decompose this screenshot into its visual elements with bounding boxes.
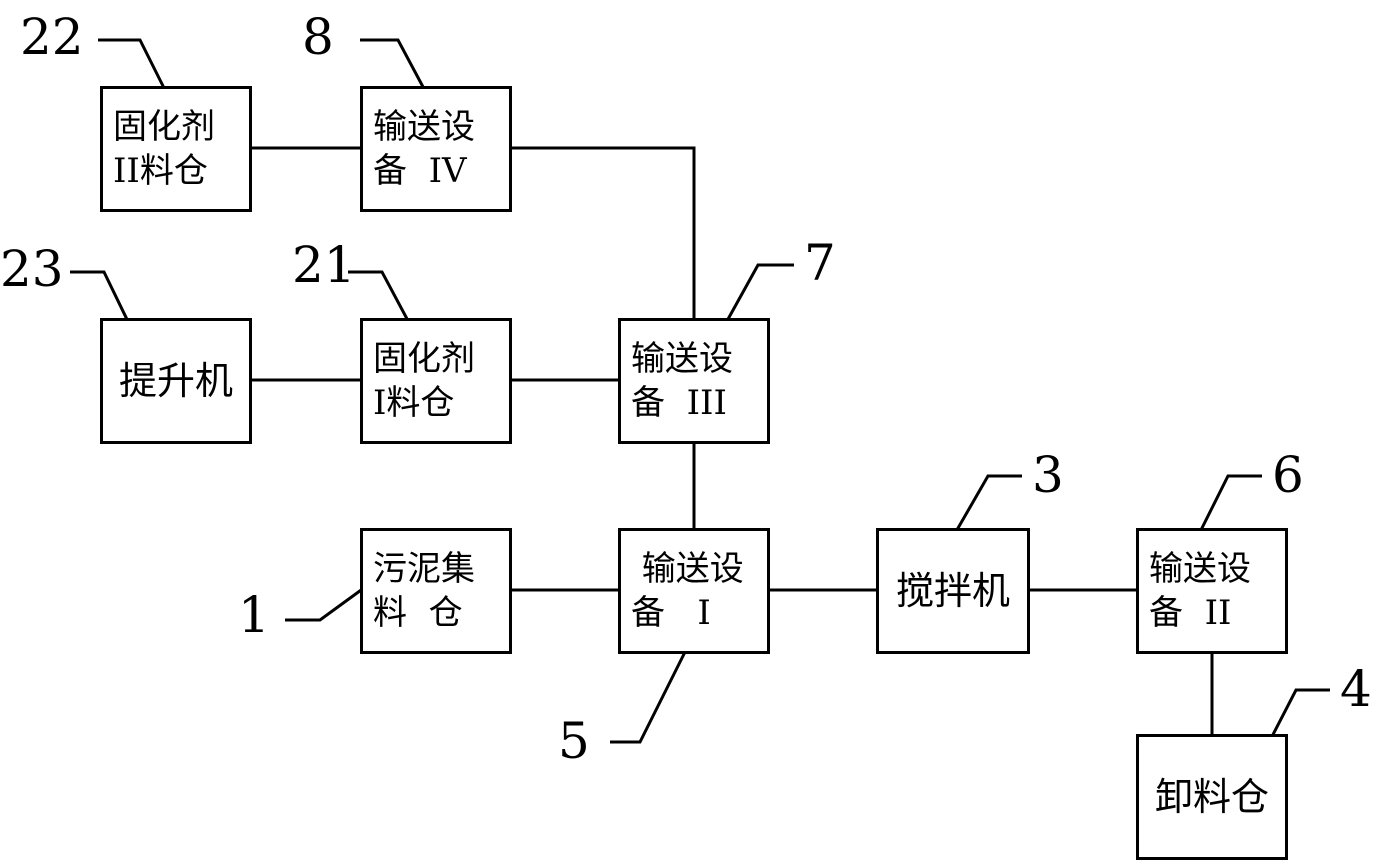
edge-n8-n7 (510, 146, 696, 320)
node-n8: 输送设 备 IV (360, 86, 512, 212)
ref-number-n3: 3 (1032, 446, 1064, 504)
ref-number-n22: 22 (20, 8, 84, 66)
leader-lines (70, 38, 1330, 753)
ref-number-n4: 4 (1340, 660, 1372, 718)
node-n23: 提升机 (100, 318, 252, 444)
node-label-line: I料仓 (373, 383, 455, 423)
node-label-line: 固化剂 (113, 107, 215, 147)
node-label-line: 备 IV (373, 151, 467, 191)
leader-n3 (948, 474, 1022, 543)
node-n4: 卸料仓 (1136, 734, 1288, 860)
node-label-line: 固化剂 (373, 339, 475, 379)
ref-number-n5: 5 (558, 712, 590, 770)
node-label-line: 备 II (1149, 593, 1232, 633)
leader-n6 (1194, 474, 1262, 541)
leader-n1 (285, 583, 369, 622)
node-n21: 固化剂 I料仓 (360, 318, 512, 444)
node-n7: 输送设 备 III (618, 318, 770, 444)
node-label-line: II料仓 (113, 151, 208, 191)
ref-number-n1: 1 (238, 586, 270, 644)
leader-n7 (720, 263, 794, 331)
ref-number-n6: 6 (1272, 446, 1304, 504)
node-label-line: 输送设 (631, 339, 733, 379)
leader-n8 (360, 38, 432, 101)
node-n1: 污泥集 料 仓 (360, 528, 512, 654)
node-n3: 搅拌机 (876, 528, 1030, 654)
ref-number-n7: 7 (804, 234, 836, 292)
node-label-line: 提升机 (118, 359, 233, 403)
node-n6: 输送设 备 II (1136, 528, 1288, 654)
node-label-line: 备 I (631, 593, 711, 633)
node-n22: 固化剂 II料仓 (100, 86, 252, 212)
ref-number-n21: 21 (292, 236, 356, 294)
ref-number-n8: 8 (302, 8, 334, 66)
leader-n23 (70, 270, 138, 339)
node-n5: 输送设 备 I (618, 528, 770, 654)
node-label-line: 搅拌机 (895, 569, 1010, 613)
node-label-line: 料 仓 (373, 593, 463, 633)
ref-number-n23: 23 (0, 240, 64, 298)
leader-n21 (348, 270, 416, 333)
node-label-line: 输送设 (1149, 549, 1251, 589)
node-label-line: 备 III (631, 383, 727, 423)
leader-n22 (98, 38, 172, 101)
leader-n4 (1262, 688, 1330, 753)
leader-n5 (610, 641, 692, 744)
node-label-line: 卸料仓 (1154, 775, 1269, 819)
connectors (250, 146, 1214, 736)
node-label-line: 输送设 (631, 549, 744, 589)
node-label-line: 输送设 (373, 107, 475, 147)
node-label-line: 污泥集 (373, 549, 475, 589)
